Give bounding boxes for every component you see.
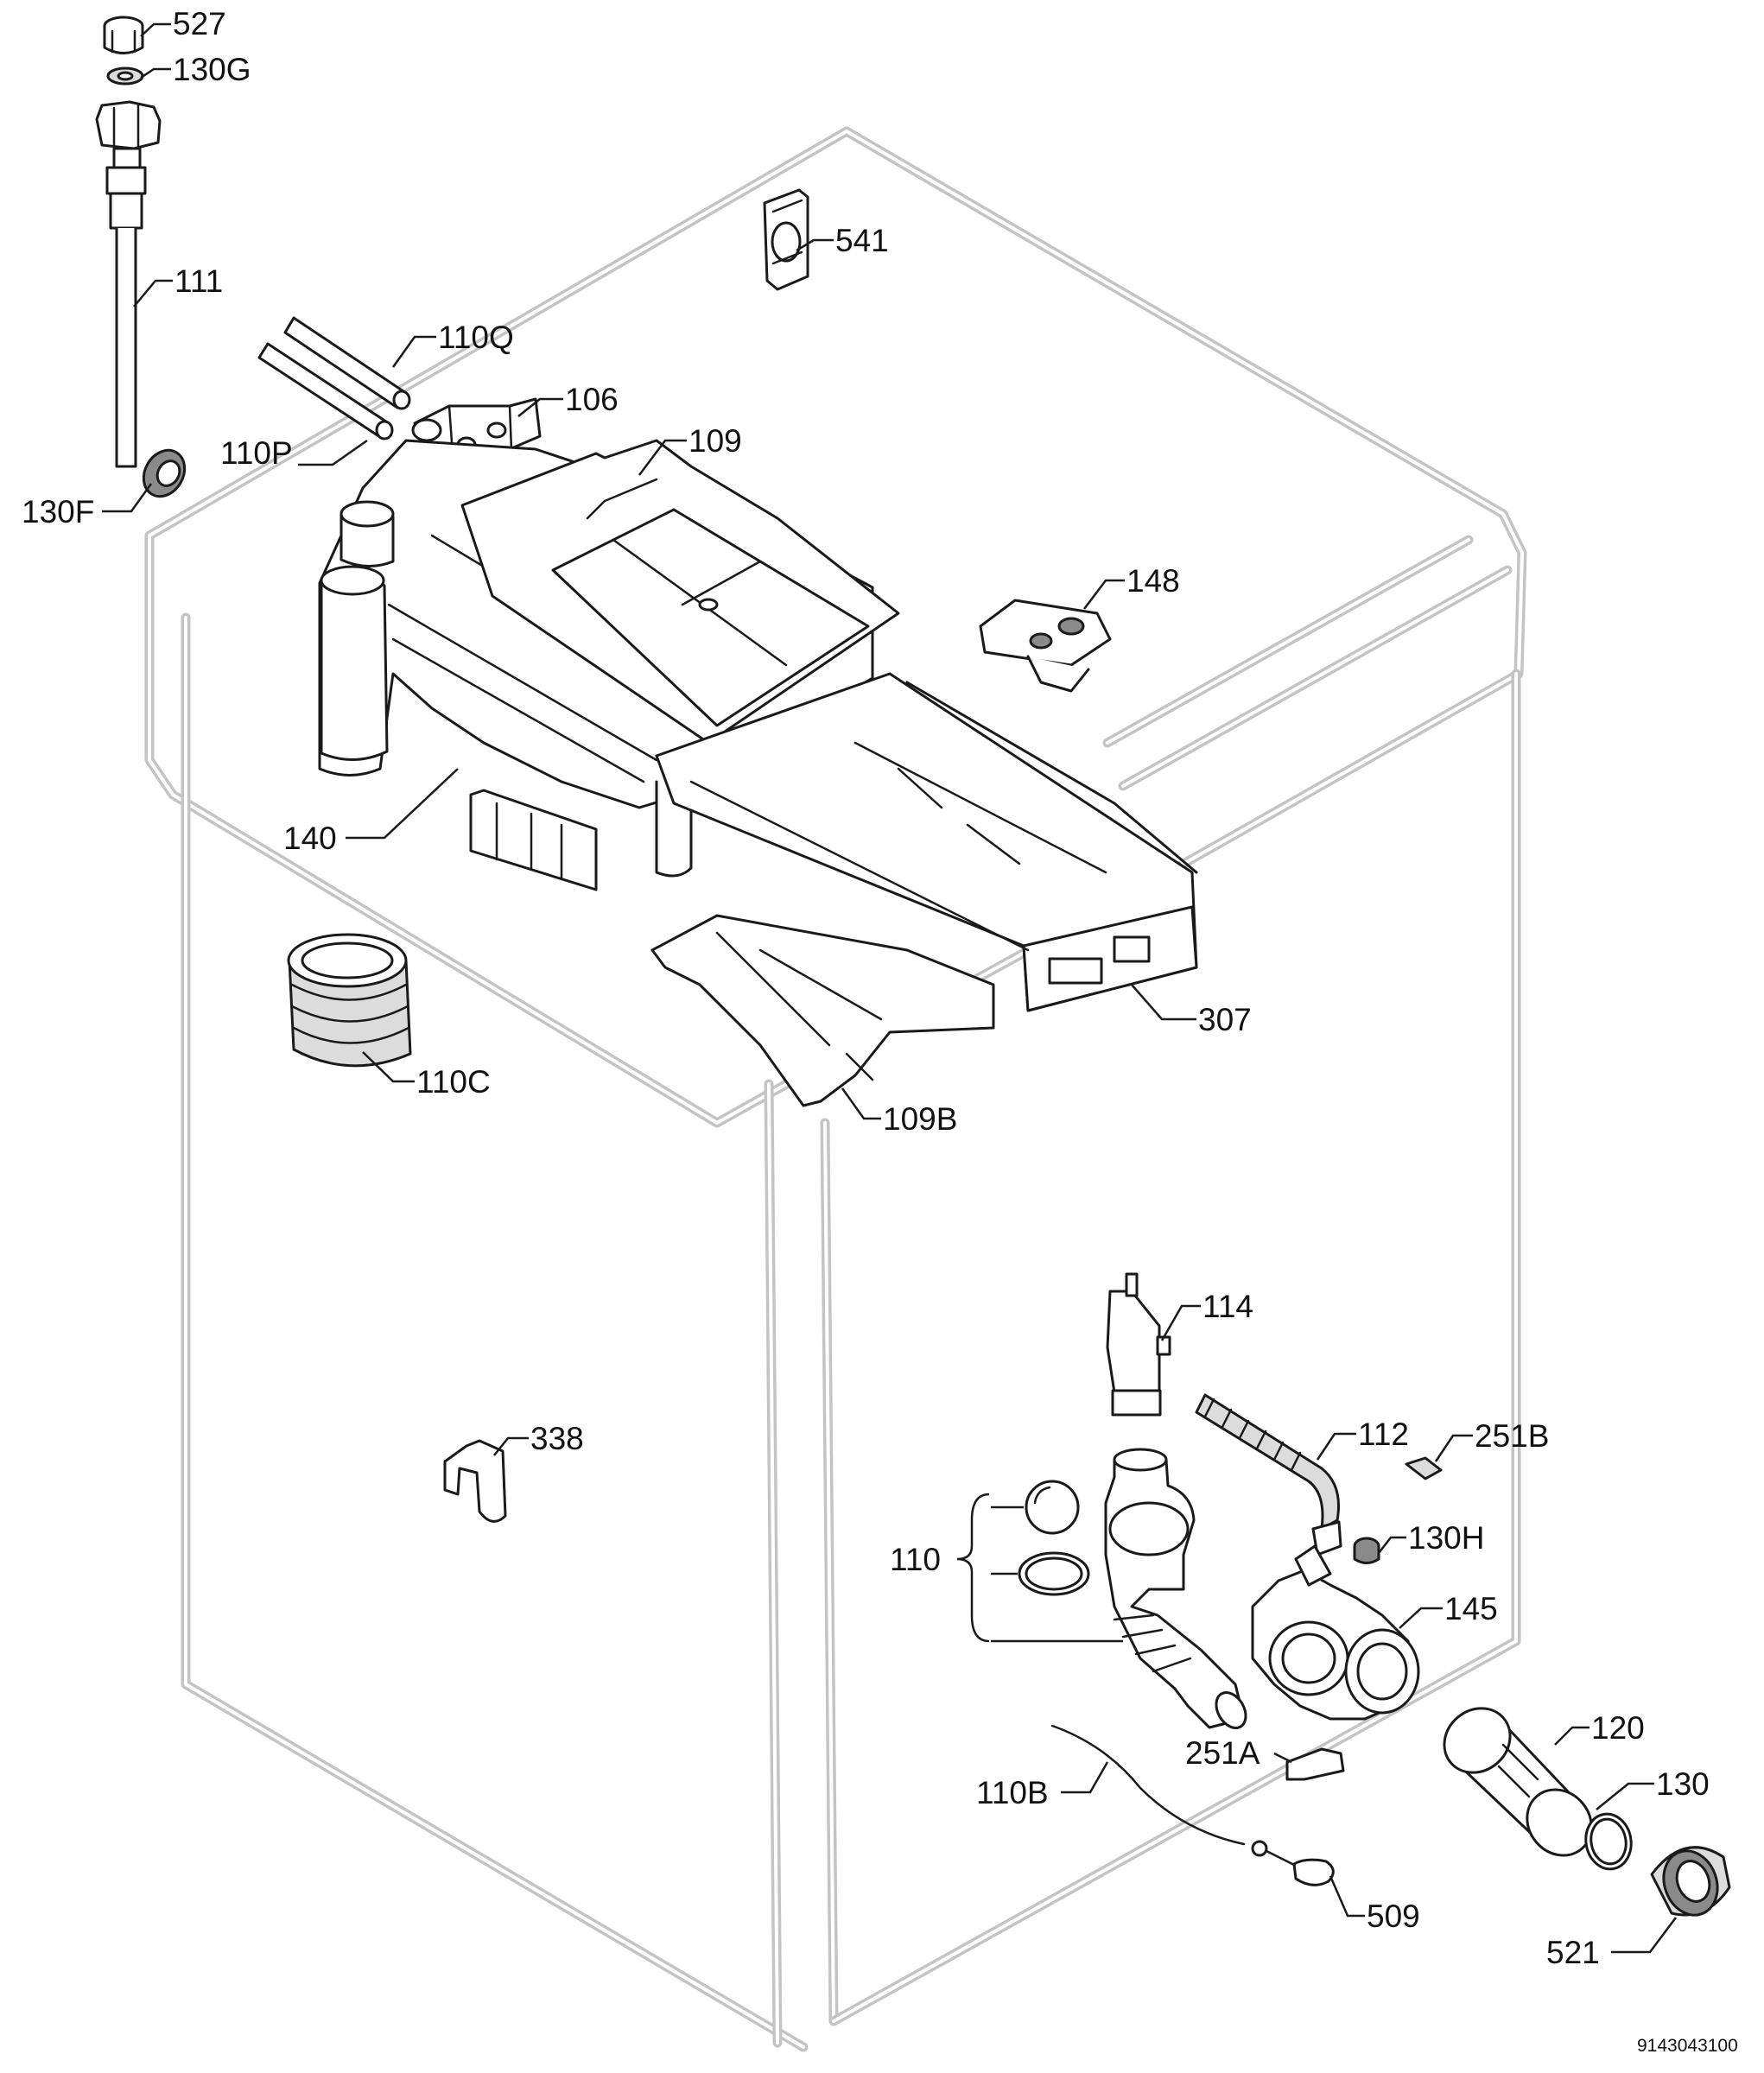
part-labels: 527 130G 111 110Q 106 110P 109 130F 541 … (22, 6, 1738, 2056)
label-109B: 109B (883, 1101, 957, 1137)
label-112: 112 (1358, 1417, 1409, 1452)
part-112-corrugated-hose (1195, 1393, 1342, 1556)
label-251A: 251A (1185, 1735, 1260, 1771)
part-120-filter (1443, 1707, 1593, 1857)
part-130F-gasket (142, 448, 187, 498)
part-110C-bellows (287, 933, 412, 1068)
label-110B: 110B (976, 1775, 1049, 1810)
part-114-air-trap (1106, 1272, 1171, 1417)
label-307: 307 (1198, 1002, 1252, 1037)
part-110Q-hose (283, 316, 411, 410)
label-130G: 130G (173, 52, 251, 87)
part-251B-clip (1405, 1456, 1443, 1480)
label-527: 527 (173, 6, 226, 41)
part-541-bracket (763, 188, 809, 291)
label-109: 109 (688, 423, 742, 459)
leader-lines (102, 22, 1677, 1954)
part-130-o-ring (1584, 1812, 1633, 1871)
label-110: 110 (890, 1542, 941, 1577)
part-110-ring (1018, 1551, 1090, 1596)
label-521: 521 (1546, 1935, 1600, 1970)
label-110C: 110C (416, 1064, 491, 1100)
label-338: 338 (530, 1421, 584, 1456)
label-130F: 130F (22, 494, 94, 529)
part-109-dispenser-lid (460, 439, 900, 745)
label-111: 111 (174, 263, 223, 299)
part-521-filter-cap (1650, 1846, 1731, 1917)
label-114: 114 (1202, 1289, 1253, 1324)
label-110P: 110P (220, 435, 293, 471)
cabinet-outline (144, 126, 1527, 2052)
label-541: 541 (835, 223, 889, 258)
part-509-plug (1251, 1840, 1335, 1886)
part-110-sump-hose (1104, 1448, 1247, 1729)
label-509: 509 (1367, 1899, 1420, 1934)
label-148: 148 (1126, 563, 1180, 599)
label-140: 140 (283, 821, 337, 856)
document-code: 9143043100 (1637, 2036, 1738, 2056)
label-251B: 251B (1475, 1418, 1549, 1454)
label-106: 106 (565, 382, 619, 417)
part-111-inlet-hose (95, 100, 162, 468)
part-110-ball (1025, 1480, 1080, 1535)
part-110B-cable (1050, 1724, 1246, 1846)
label-130H: 130H (1408, 1520, 1484, 1556)
part-145-pump-housing (1251, 1544, 1420, 1721)
part-130G-washer (106, 67, 144, 86)
part-148-clip (979, 599, 1112, 693)
part-109B-dispenser-channel (650, 914, 995, 1107)
part-110P-hose (257, 342, 394, 441)
label-110Q: 110Q (438, 320, 514, 355)
label-130: 130 (1656, 1766, 1710, 1802)
label-120: 120 (1591, 1710, 1645, 1746)
label-145: 145 (1444, 1591, 1498, 1626)
part-251A-clip (1285, 1747, 1345, 1781)
part-527-cap (103, 16, 144, 54)
part-130H-grommet (1353, 1537, 1380, 1564)
part-338-hook (443, 1439, 507, 1523)
part-307-dispenser-drawer (655, 672, 1198, 1012)
